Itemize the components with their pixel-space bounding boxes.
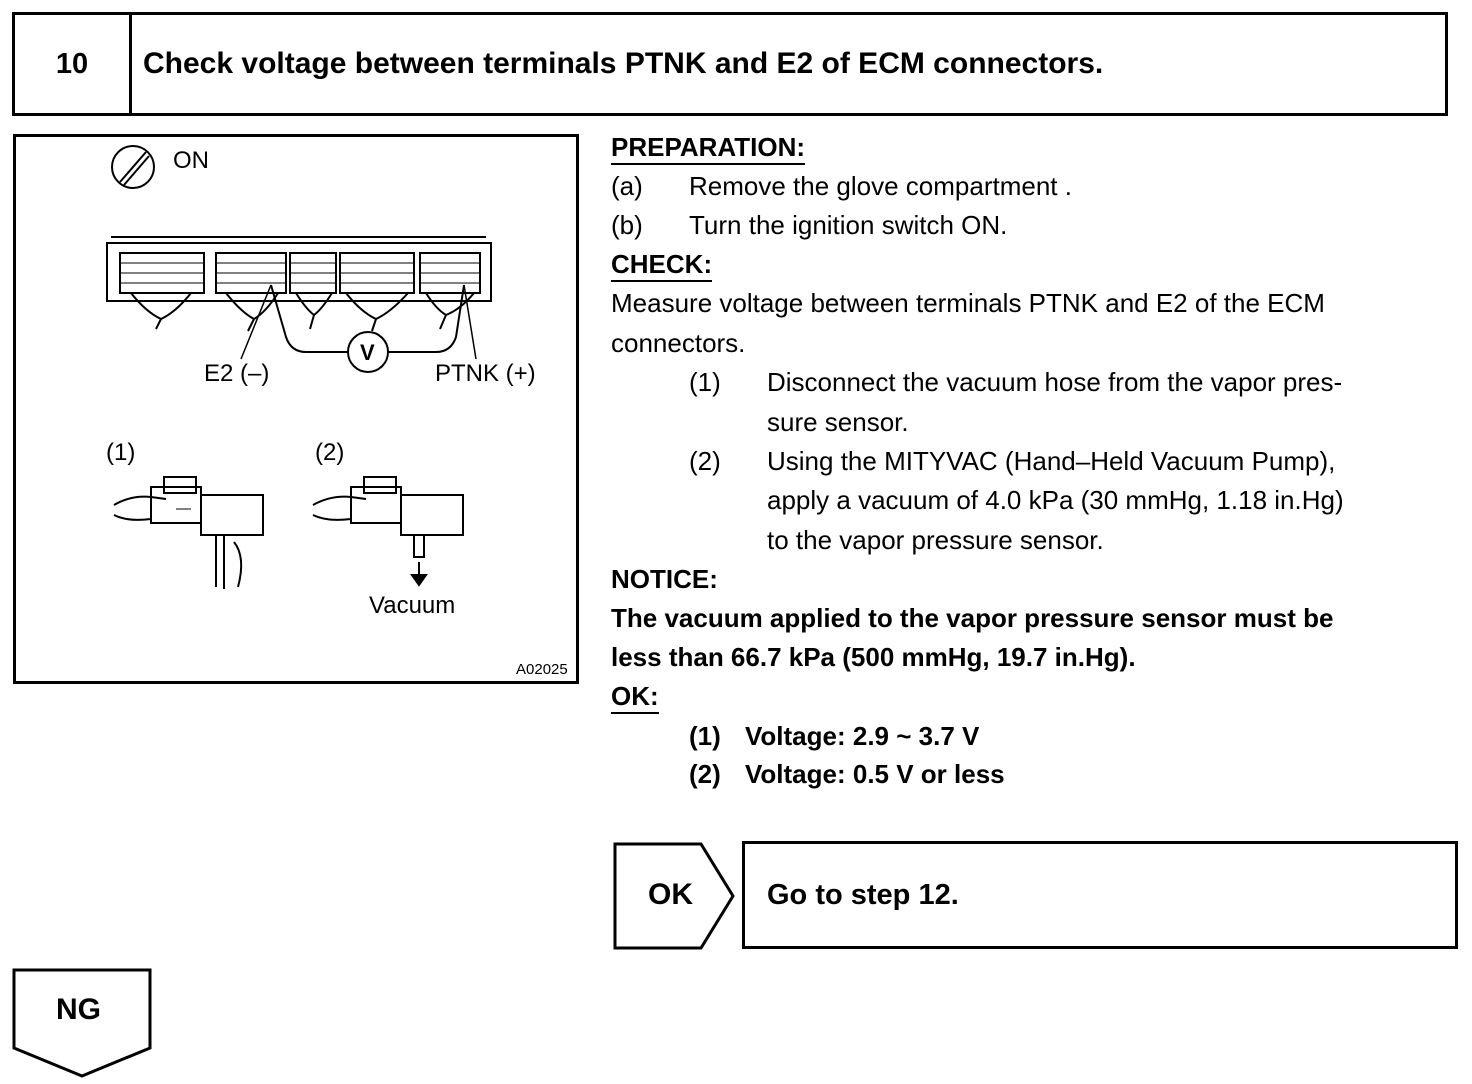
check-heading: CHECK: xyxy=(611,249,713,282)
figure-code: A02025 xyxy=(516,661,568,678)
check-step2-line1: Using the MITYVAC (Hand–Held Vacuum Pump… xyxy=(767,446,1336,476)
illustration-drawing xyxy=(106,145,492,589)
ok-item2-marker: (2) xyxy=(689,759,721,789)
check-step1-line1: Disconnect the vacuum hose from the vapo… xyxy=(767,367,1343,397)
prep-item-b-text: Turn the ignition switch ON. xyxy=(689,210,1008,240)
ok-item1-text: Voltage: 2.9 ~ 3.7 V xyxy=(745,721,980,751)
notice-line2: less than 66.7 kPa (500 mmHg, 19.7 in.Hg… xyxy=(611,642,1136,672)
ok-action-box: Go to step 12. xyxy=(742,841,1458,949)
check-step1-marker: (1) xyxy=(689,367,721,397)
ptnk-terminal-label: PTNK (+) xyxy=(435,360,536,387)
ignition-on-label: ON xyxy=(173,147,209,174)
ecm-connector-icon xyxy=(106,236,492,332)
check-step2-line2: apply a vacuum of 4.0 kPa (30 mmHg, 1.18… xyxy=(767,485,1344,515)
ok-arrow-shape xyxy=(613,842,735,950)
check-step1-line2: sure sensor. xyxy=(767,407,909,437)
ok-item1-marker: (1) xyxy=(689,721,721,751)
ok-action-text: Go to step 12. xyxy=(767,878,959,911)
ng-arrow-shape xyxy=(12,968,152,1078)
voltmeter-label: V xyxy=(360,340,375,365)
ng-label: NG xyxy=(56,993,101,1026)
check-intro-line2: connectors. xyxy=(611,328,746,358)
step-header: 10 Check voltage between terminals PTNK … xyxy=(12,12,1448,116)
step-number: 10 xyxy=(15,15,132,113)
e2-terminal-label: E2 (–) xyxy=(204,360,270,387)
ok-heading: OK: xyxy=(611,681,659,714)
check-step2-line3: to the vapor pressure sensor. xyxy=(767,525,1104,555)
notice-line1: The vacuum applied to the vapor pressure… xyxy=(611,603,1334,633)
vapor-pressure-sensor-icon-2 xyxy=(312,476,464,558)
step-title: Check voltage between terminals PTNK and… xyxy=(143,47,1104,80)
check-step2-marker: (2) xyxy=(689,446,721,476)
voltmeter-icon xyxy=(240,284,477,373)
prep-item-a-marker: (a) xyxy=(611,171,643,201)
prep-item-a-text: Remove the glove compartment . xyxy=(689,171,1072,201)
sensor-step1-label: (1) xyxy=(106,439,136,466)
ok-item2-text: Voltage: 0.5 V or less xyxy=(745,759,1005,789)
vapor-pressure-sensor-icon-1 xyxy=(113,476,264,589)
check-intro-line1: Measure voltage between terminals PTNK a… xyxy=(611,288,1325,318)
connector-illustration: ON V E2 (–) PTNK (+) (1) (2) Vacuum A020… xyxy=(13,134,579,684)
vacuum-arrow-icon xyxy=(410,562,428,587)
sensor-step2-label: (2) xyxy=(315,439,345,466)
ok-label: OK xyxy=(648,878,693,911)
vacuum-label: Vacuum xyxy=(369,592,456,619)
ignition-switch-icon xyxy=(111,145,155,189)
preparation-heading: PREPARATION: xyxy=(611,132,806,165)
prep-item-b-marker: (b) xyxy=(611,210,643,240)
notice-heading: NOTICE: xyxy=(611,564,718,594)
